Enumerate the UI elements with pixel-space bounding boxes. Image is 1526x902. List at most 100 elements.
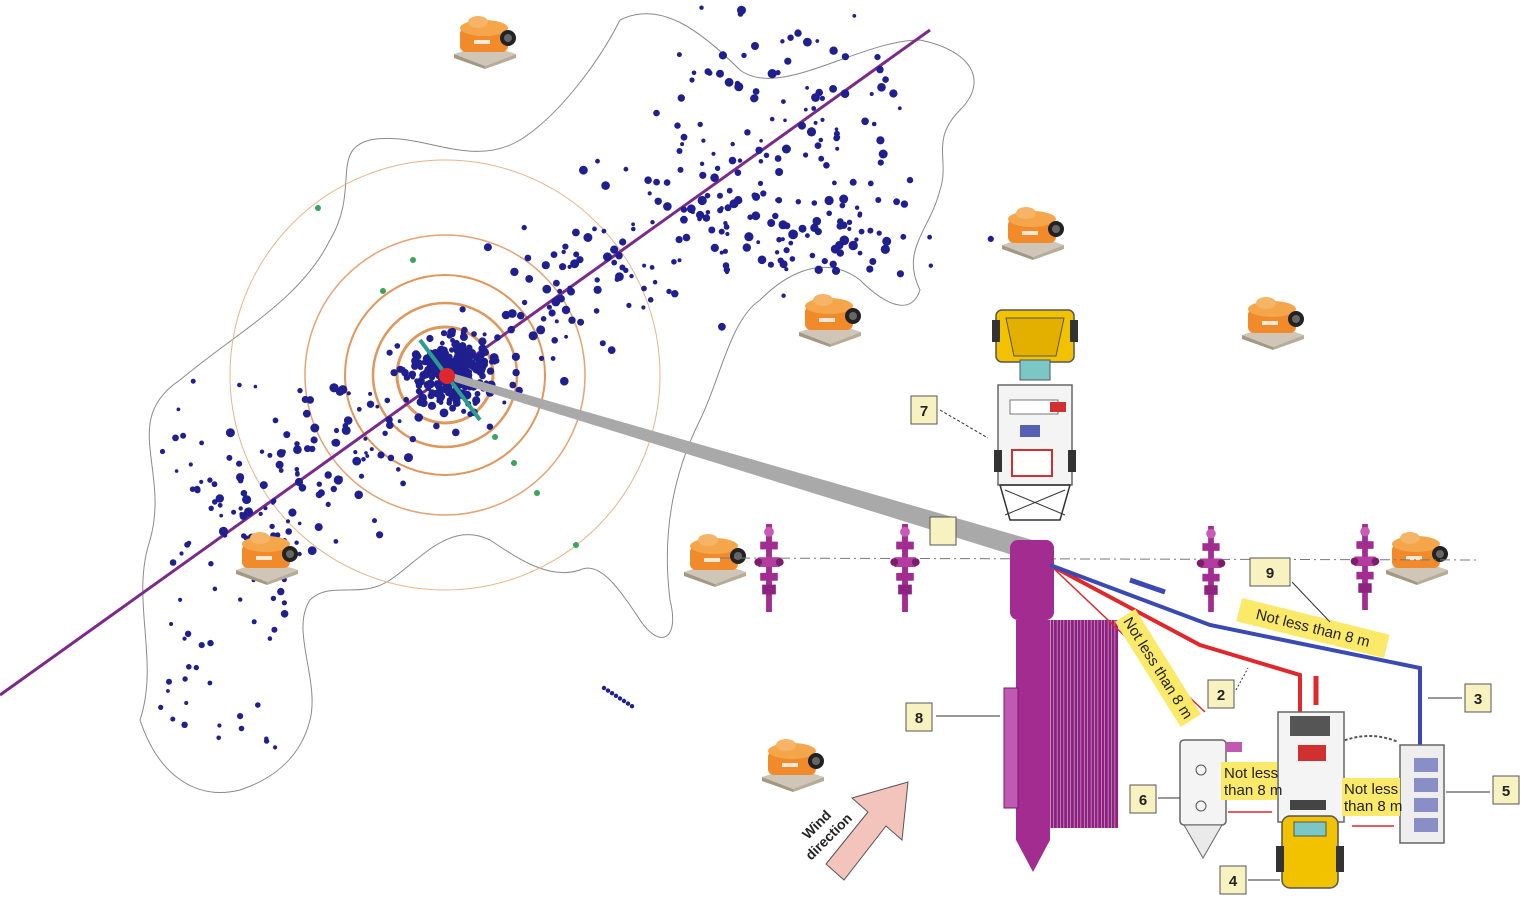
microseismic-event (356, 406, 362, 412)
microseismic-event (699, 171, 707, 179)
microseismic-event (757, 255, 767, 265)
microseismic-event (489, 353, 499, 363)
microseismic-event (567, 287, 575, 296)
microseismic-event (459, 306, 466, 313)
microseismic-event (385, 416, 393, 424)
microseismic-event (467, 411, 474, 417)
microseismic-event (652, 279, 658, 285)
callout-flowline-1-text: Not less than 8 m (1119, 614, 1195, 722)
microseismic-event (238, 506, 243, 511)
microseismic-event (714, 165, 721, 171)
microseismic-event (696, 210, 705, 220)
label-6: 6 (1139, 792, 1147, 809)
microseismic-event (674, 122, 681, 129)
microseismic-event (482, 332, 487, 337)
microseismic-event (897, 106, 902, 111)
microseismic-event (744, 232, 754, 242)
microseismic-event (583, 233, 593, 242)
microseismic-event (560, 376, 569, 386)
microseismic-event (440, 330, 448, 337)
microseismic-event (427, 379, 433, 385)
microseismic-event (756, 240, 761, 245)
wellhead-icon (1196, 526, 1226, 612)
range-rings (229, 159, 661, 591)
geophone-sensor-icon (1002, 207, 1064, 260)
microseismic-event (280, 610, 289, 618)
microseismic-event (159, 448, 166, 455)
microseismic-event (874, 54, 880, 60)
microseismic-event (854, 237, 859, 242)
microseismic-event (270, 595, 277, 602)
microseismic-event (368, 391, 373, 396)
number-labels: 7 8 2 3 6 5 4 9 (905, 395, 1520, 895)
microseismic-event (297, 551, 302, 557)
microseismic-event (821, 258, 828, 265)
microseismic-event (474, 390, 481, 397)
microseismic-event (524, 254, 532, 262)
microseismic-event (734, 196, 743, 205)
microseismic-event (471, 331, 477, 337)
geophone-sensor-icon (1386, 532, 1448, 585)
microseismic-event (375, 404, 380, 409)
microseismic-event (449, 404, 456, 412)
microseismic-event (605, 688, 611, 693)
microseismic-event (169, 559, 177, 566)
microseismic-event (867, 180, 874, 187)
microseismic-event (426, 334, 434, 343)
microseismic-event (417, 389, 423, 396)
microseismic-event (207, 680, 213, 686)
microseismic-event (680, 142, 685, 147)
microseismic-event (573, 251, 580, 258)
microseismic-event (364, 451, 368, 455)
microseismic-event (285, 528, 293, 535)
microseismic-event (276, 449, 286, 458)
microseismic-event (267, 452, 273, 458)
microseismic-event (301, 395, 309, 404)
microseismic-event (725, 231, 730, 237)
gap-left-line2: than 8 m (1224, 782, 1282, 799)
microseismic-event (315, 491, 323, 499)
microseismic-event (174, 469, 179, 473)
microseismic-event (271, 498, 277, 504)
microseismic-event (486, 367, 495, 375)
microseismic-event (777, 257, 784, 264)
microseismic-event (216, 735, 221, 741)
microseismic-event (601, 228, 607, 234)
microseismic-event (833, 134, 840, 142)
microseismic-event (297, 387, 303, 394)
microseismic-event (621, 698, 627, 704)
microseismic-event (243, 507, 254, 517)
microseismic-event (780, 237, 785, 242)
microseismic-event (760, 190, 767, 197)
microseismic-event (811, 106, 817, 111)
microseismic-event (294, 467, 300, 472)
microseismic-event (572, 228, 580, 237)
microseismic-event (369, 447, 374, 452)
microseismic-event (462, 385, 468, 391)
microseismic-event (441, 354, 448, 360)
microseismic-event (613, 693, 619, 698)
microseismic-event (847, 226, 852, 231)
microseismic-event (548, 309, 556, 317)
microseismic-event (699, 161, 705, 166)
microseismic-event (806, 127, 817, 137)
microseismic-event (893, 198, 900, 206)
microseismic-event (814, 142, 822, 150)
microseismic-event (387, 454, 395, 462)
microseismic-event (846, 219, 853, 225)
microseismic-event (654, 197, 662, 205)
microseismic-event (734, 169, 742, 176)
geophone-sensor-icon (1242, 297, 1304, 350)
microseismic-event (329, 383, 339, 393)
microseismic-event (795, 199, 801, 205)
microseismic-event (803, 37, 812, 47)
microseismic-event (382, 430, 388, 436)
microseismic-event (310, 423, 320, 433)
microseismic-event (352, 456, 362, 466)
microseismic-event (882, 76, 889, 83)
microseismic-event (170, 716, 176, 722)
microseismic-event (781, 99, 786, 104)
microseismic-event (772, 212, 779, 220)
microseismic-event (186, 540, 192, 546)
microseismic-event (437, 392, 444, 399)
